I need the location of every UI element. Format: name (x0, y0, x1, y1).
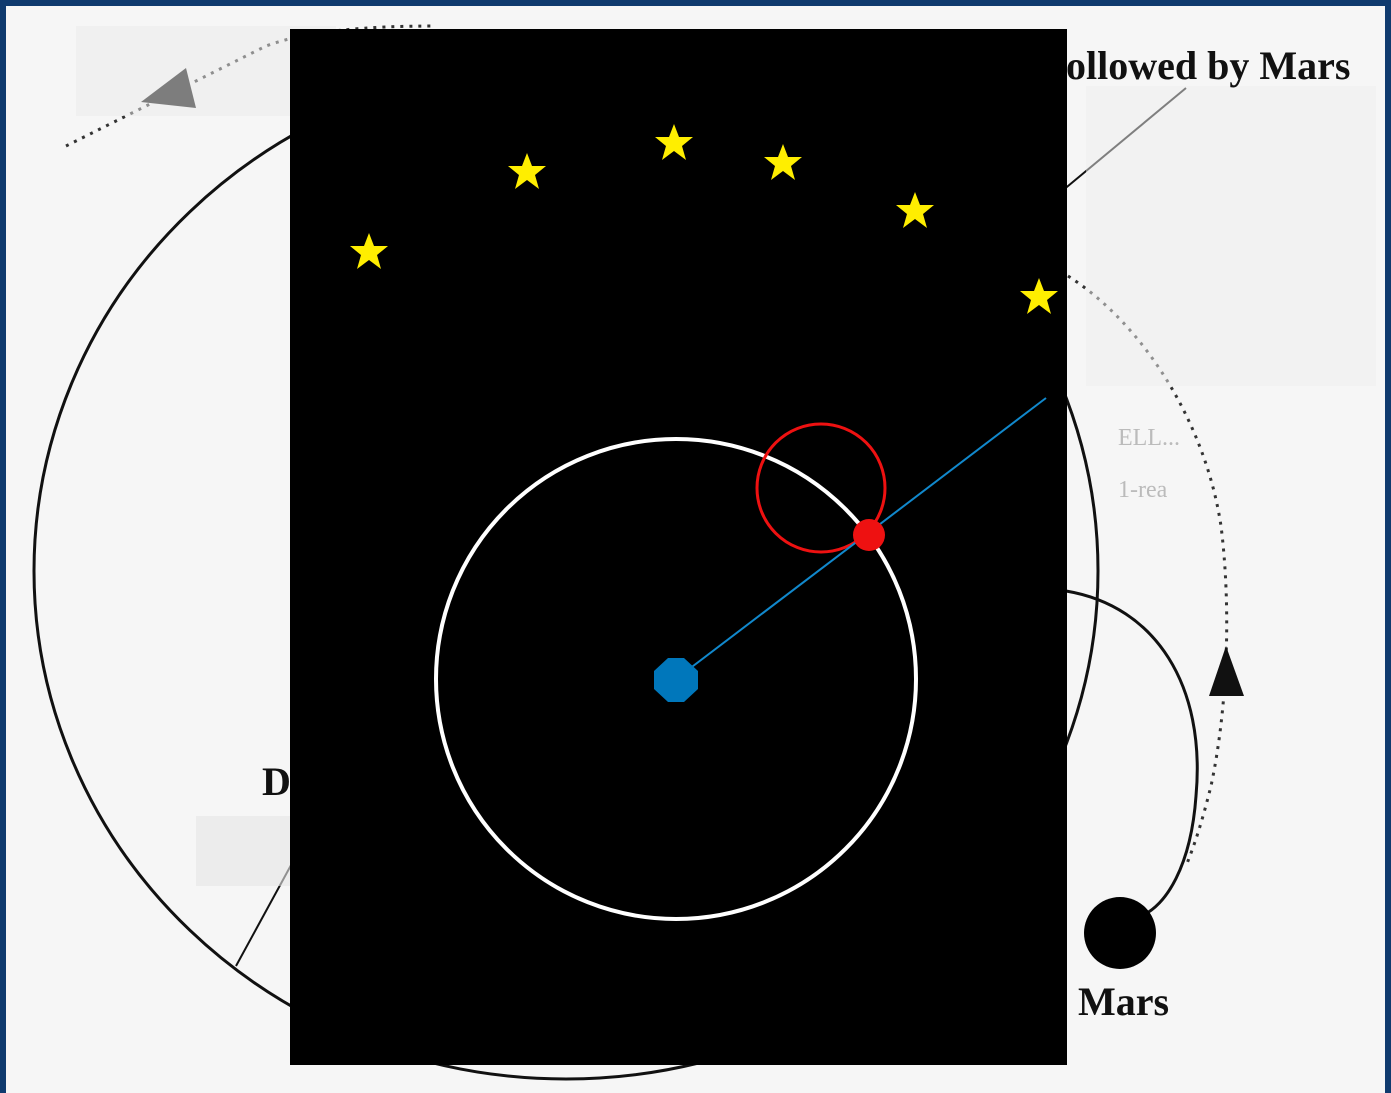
star-icon (508, 153, 546, 189)
star-icon (655, 124, 693, 160)
star-icon (764, 144, 802, 180)
deferent-orbit-circle (434, 437, 918, 921)
star-icon (1020, 278, 1058, 314)
star-icon (350, 233, 388, 269)
planet-dot (853, 519, 885, 551)
caption-followed-by-mars: ollowed by Mars (1066, 43, 1351, 88)
earth-dot (654, 658, 698, 702)
epicycle-animation-panel (290, 29, 1067, 1065)
arrowhead-right (1209, 646, 1244, 696)
epicycle-animation (350, 124, 1058, 921)
label-left-partial: D (262, 759, 291, 804)
mars-orbit-arc (1065, 589, 1199, 918)
star-icon (896, 192, 934, 228)
epicycle-circle (755, 422, 887, 554)
star-field (350, 124, 1058, 314)
dotted-path-top (65, 24, 437, 148)
mars-planet (1084, 897, 1156, 969)
smudged-text-2: 1-rea (1118, 477, 1168, 503)
smudged-text-1: ELL... (1118, 425, 1180, 451)
label-mars: Mars (1078, 979, 1170, 1024)
